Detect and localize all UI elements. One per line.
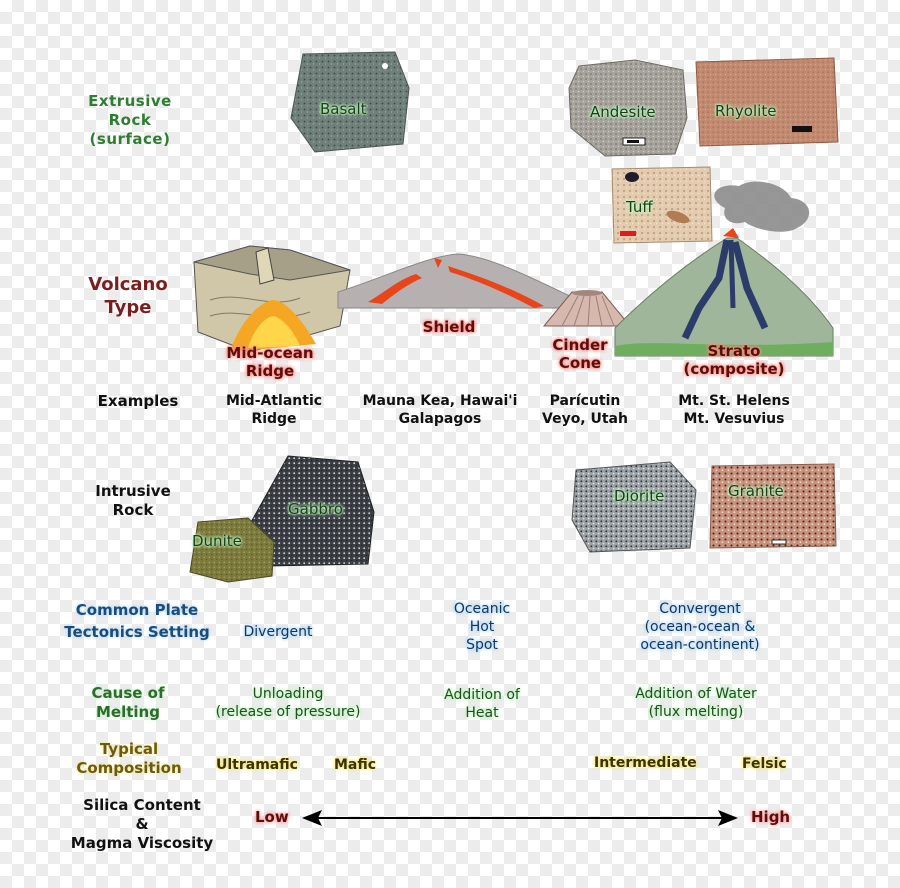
row-label-tectonics: Common Plate Tectonics Setting [62, 600, 212, 644]
composition-mafic: Mafic [334, 757, 377, 773]
dunite-rock-image [189, 517, 275, 583]
andesite-label: Andesite [590, 103, 656, 121]
example-strato-1: Mt. St. Helens [678, 393, 790, 409]
row-label-melting: Cause of Melting [78, 684, 178, 722]
melting-water-2: (flux melting) [648, 704, 744, 721]
cinder-cone-label: Cinder Cone [540, 336, 620, 372]
granite-label: Granite [728, 482, 784, 500]
rhyolite-rock-image [695, 57, 839, 147]
silica-low-label: Low [255, 808, 289, 826]
composition-felsic: Felsic [742, 756, 787, 772]
row-label-volcano-type: Volcano Type [78, 274, 178, 319]
andesite-rock-image [568, 59, 688, 157]
cinder-cone-illustration [542, 290, 632, 327]
example-mid-ocean: Mid-Atlantic Ridge [214, 392, 334, 428]
row-label-extrusive: Extrusive Rock (surface) [70, 92, 190, 148]
silica-scale-arrow [302, 810, 738, 826]
row-label-tectonics-text: Common Plate Tectonics Setting [64, 601, 210, 641]
example-cinder-1: Parícutin [549, 393, 621, 409]
shield-label: Shield [422, 318, 476, 336]
row-label-extrusive-text: Extrusive Rock (surface) [88, 92, 172, 148]
cinder-cone-label-2: Cone [558, 354, 602, 372]
melting-unloading: Unloading (release of pressure) [198, 685, 378, 721]
melting-unloading-1: Unloading [252, 686, 324, 702]
mid-ocean-ridge-label-1: Mid-ocean [226, 344, 314, 362]
strato-volcano-illustration [614, 181, 834, 357]
diorite-label: Diorite [614, 487, 665, 505]
example-strato: Mt. St. Helens Mt. Vesuvius [666, 392, 802, 428]
melting-unloading-2: (release of pressure) [215, 704, 361, 721]
row-label-intrusive: Intrusive Rock [78, 482, 188, 520]
basalt-rock-image [290, 51, 410, 153]
example-shield-2: Galapagos [398, 411, 482, 428]
melting-heat: Addition of Heat [430, 686, 534, 722]
melting-heat-1: Addition of [444, 687, 520, 703]
composition-ultramafic: Ultramafic [216, 757, 298, 773]
strato-label: Strato (composite) [676, 342, 792, 378]
example-mid-ocean-2: Ridge [251, 411, 297, 428]
tectonics-divergent: Divergent [243, 624, 313, 640]
row-label-silica-line1: Silica Content [83, 796, 201, 814]
row-label-composition-text: Typical Composition [76, 740, 182, 777]
example-cinder: Parícutin Veyo, Utah [530, 392, 640, 428]
granite-rock-image [709, 463, 837, 549]
tectonics-hotspot-1: Oceanic [453, 601, 511, 617]
row-label-examples-text: Examples [97, 392, 179, 410]
row-label-intrusive-text: Intrusive Rock [95, 482, 171, 519]
gabbro-label: Gabbro [288, 500, 343, 518]
composition-intermediate: Intermediate [594, 755, 697, 771]
shield-volcano-illustration [337, 253, 575, 309]
cinder-cone-label-1: Cinder [552, 336, 608, 354]
melting-water-1: Addition of Water [635, 686, 757, 702]
row-label-silica-line3: Magma Viscosity [70, 833, 214, 852]
example-shield-1: Mauna Kea, Hawai'i [362, 393, 518, 409]
row-label-volcano-text: Volcano Type [88, 274, 168, 318]
tectonics-convergent-2: (ocean-ocean & [644, 619, 756, 636]
tectonics-convergent: Convergent (ocean-ocean & ocean-continen… [620, 600, 780, 655]
dunite-label: Dunite [192, 532, 242, 550]
rhyolite-label: Rhyolite [715, 102, 777, 120]
example-cinder-2: Veyo, Utah [542, 411, 628, 428]
tectonics-hotspot: Oceanic Hot Spot [432, 600, 532, 655]
melting-heat-2: Heat [465, 705, 499, 722]
row-label-melting-text: Cause of Melting [91, 684, 165, 721]
row-label-examples: Examples [78, 392, 198, 411]
basalt-label: Basalt [320, 100, 367, 118]
tectonics-hotspot-2: Hot [469, 619, 495, 636]
mid-ocean-ridge-illustration [193, 245, 351, 353]
silica-high-label: High [751, 808, 791, 826]
example-mid-ocean-1: Mid-Atlantic [225, 393, 323, 409]
tectonics-convergent-3: ocean-continent) [640, 637, 760, 654]
example-shield: Mauna Kea, Hawai'i Galapagos [350, 392, 530, 428]
row-label-silica: Silica Content & Magma Viscosity [62, 796, 222, 852]
tectonics-convergent-1: Convergent [659, 601, 741, 617]
diorite-rock-image [571, 461, 697, 553]
melting-water: Addition of Water (flux melting) [616, 685, 776, 721]
mid-ocean-ridge-label-2: Ridge [245, 362, 295, 380]
strato-label-1: Strato [707, 342, 761, 360]
strato-label-2: (composite) [683, 360, 785, 378]
tuff-label: Tuff [626, 198, 653, 216]
mid-ocean-ridge-label: Mid-ocean Ridge [220, 344, 320, 380]
tectonics-hotspot-3: Spot [466, 637, 498, 654]
row-label-composition: Typical Composition [66, 740, 192, 778]
row-label-silica-line2: & [135, 814, 149, 833]
example-strato-2: Mt. Vesuvius [683, 411, 785, 428]
tuff-rock-image [611, 166, 713, 244]
